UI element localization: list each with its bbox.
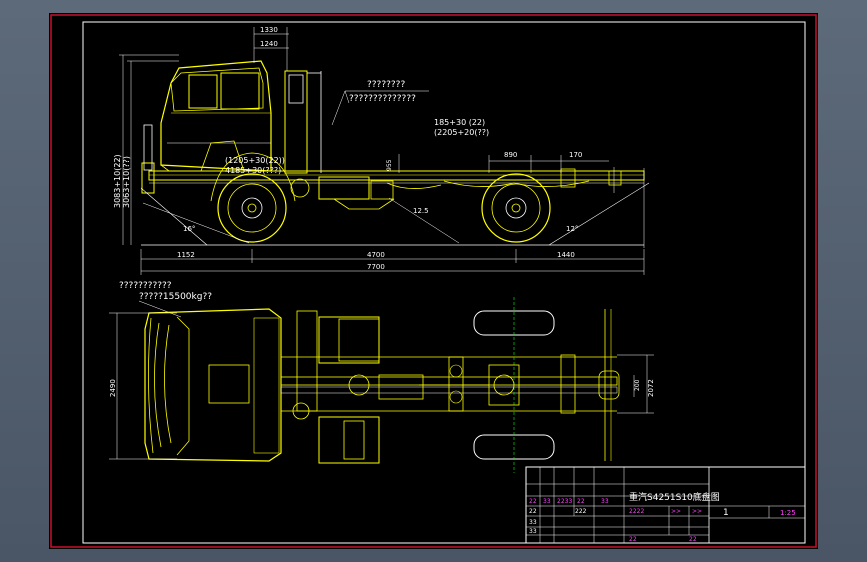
height-label-2: 3063+10(??) bbox=[122, 156, 131, 208]
dim-wheelbase: 4700 bbox=[367, 251, 385, 259]
plan-view: ??????????? ?????15500kg?? bbox=[109, 281, 654, 473]
rear-tire-label-1: 185+30 (22) bbox=[434, 118, 485, 127]
rear-wheel-side bbox=[481, 173, 551, 243]
dim-rear-a: 890 bbox=[504, 151, 517, 159]
tb-cell-2: 2233 bbox=[557, 498, 572, 505]
cad-viewport[interactable]: 1330 1240 ???????? ?????????????? 185+30… bbox=[49, 13, 818, 549]
plan-label-1: ??????????? bbox=[119, 281, 172, 291]
tb-cell-13: 22 bbox=[689, 536, 697, 543]
dim-frame-h: 955 bbox=[386, 159, 393, 171]
dim-rear-b: 170 bbox=[569, 151, 582, 159]
tb-cell-12: 22 bbox=[629, 536, 637, 543]
inner-frame bbox=[82, 21, 806, 544]
tb-cell-1: 33 bbox=[543, 498, 551, 505]
dim-top-1: 1330 bbox=[260, 26, 278, 34]
drawing-title: 重汽S4251S10底盘图 bbox=[629, 491, 720, 503]
title-block bbox=[525, 466, 806, 544]
dim-track: 2072 bbox=[647, 379, 655, 397]
tb-cell-10: 33 bbox=[529, 519, 537, 526]
plan-label-2: ?????15500kg?? bbox=[139, 292, 212, 302]
tb-cell-3: 22 bbox=[577, 498, 585, 505]
height-label-1: 3083+10(22) bbox=[113, 154, 122, 208]
dim-overall-length: 7700 bbox=[367, 263, 385, 271]
angle-mid: 12.5 bbox=[413, 207, 429, 215]
rear-tire-label-2: (2205+20(??) bbox=[434, 128, 489, 137]
tb-cell-0: 22 bbox=[529, 498, 537, 505]
cab-label-1: ???????? bbox=[367, 80, 405, 90]
tb-cell-9: >> bbox=[692, 508, 702, 515]
dim-rear-overhang: 1440 bbox=[557, 251, 575, 259]
front-wheel-side bbox=[210, 152, 296, 243]
dim-rear-small: 200 bbox=[634, 379, 641, 391]
tb-cell-6: 22 bbox=[529, 508, 537, 515]
dim-top-2: 1240 bbox=[260, 40, 278, 48]
sheet-number: 1 bbox=[723, 508, 729, 518]
side-view bbox=[119, 27, 650, 275]
tb-cell-8: >> bbox=[671, 508, 681, 515]
front-tire-label-2: 4185+30(???) bbox=[225, 166, 281, 175]
outer-frame bbox=[50, 14, 817, 548]
angle-front: 16° bbox=[183, 225, 195, 233]
drawing-scale: 1:25 bbox=[780, 509, 796, 517]
cad-drawing: 1330 1240 ???????? ?????????????? 185+30… bbox=[50, 14, 817, 548]
tb-cell-4: 33 bbox=[601, 498, 609, 505]
cab-label-2: ?????????????? bbox=[349, 94, 416, 104]
dim-front-overhang: 1152 bbox=[177, 251, 195, 259]
front-tire-label-1: (1205+30(22)) bbox=[225, 156, 285, 165]
dim-width: 2490 bbox=[109, 379, 117, 397]
tb-cell-5: 222 bbox=[575, 508, 587, 515]
tb-cell-7: 2222 bbox=[629, 508, 644, 515]
tb-cell-11: 33 bbox=[529, 528, 537, 535]
angle-rear: 12° bbox=[566, 225, 578, 233]
